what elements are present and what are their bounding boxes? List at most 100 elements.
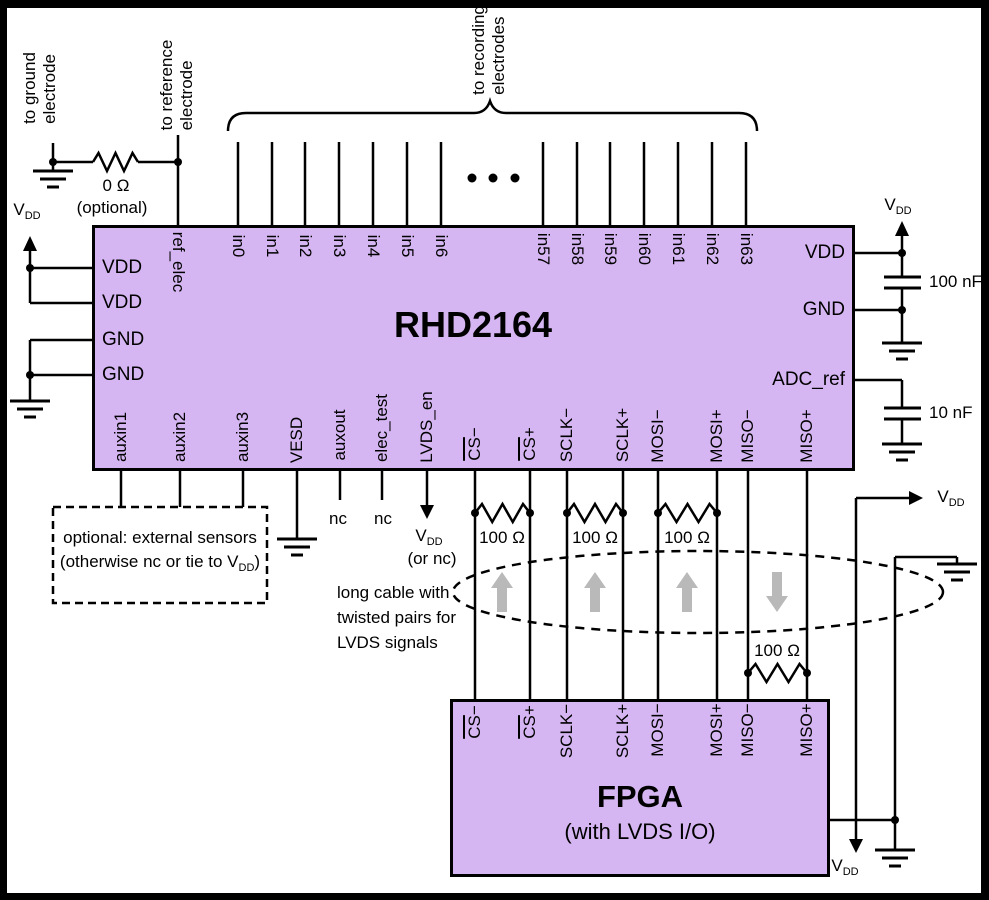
cable-ellipse	[451, 549, 945, 635]
ground-symbol-fpga	[875, 848, 915, 868]
pin-in4: in4	[364, 234, 383, 258]
fpga-title: FPGA	[596, 779, 684, 814]
cable-direction-arrows	[491, 572, 788, 612]
capacitor-100nF	[884, 275, 921, 290]
pin-sclk-minus: SCLK−	[557, 407, 576, 463]
fpga-pin-miso-minus: MISO−	[738, 703, 757, 757]
fpga-pin-mosi-minus: MOSI−	[648, 703, 667, 757]
vdd-arrow-up-right	[895, 221, 909, 236]
pin-in63: in63	[737, 232, 756, 266]
ground-electrode-note: to ground electrode	[20, 52, 59, 124]
vdd-label-lvds-en: VDD	[415, 525, 443, 549]
resistor-miso	[747, 661, 808, 685]
pin-cs-plus: CS+	[520, 427, 539, 461]
resistor-mosi	[657, 501, 718, 525]
ground-symbol-100nF	[882, 341, 922, 361]
resistor-miso-value: 100 Ω	[754, 641, 800, 660]
ground-symbol-left	[10, 399, 50, 419]
pin-gnd-2: GND	[102, 364, 145, 385]
pin-in0: in0	[229, 234, 248, 258]
vdd-arrow-up-left	[23, 236, 37, 251]
vdd-arrow-right	[909, 491, 923, 505]
rhd2164-chip	[92, 225, 855, 471]
nc-elec-test: nc	[374, 509, 392, 528]
pin-in62: in62	[703, 232, 722, 266]
pin-mosi-plus: MOSI+	[707, 409, 726, 463]
pin-in61: in61	[669, 232, 688, 266]
ellipsis-dot	[467, 173, 477, 183]
pin-in5: in5	[398, 234, 417, 258]
vdd-label-rail-bottom: VDD	[831, 855, 859, 879]
pin-in59: in59	[601, 232, 620, 266]
resistor-sclk	[566, 501, 624, 525]
recording-brace	[226, 97, 759, 132]
arrow-down-miso	[766, 572, 788, 612]
vdd-label-rail-top: VDD	[937, 486, 965, 510]
arrow-up-sclk	[584, 572, 606, 612]
pin-adc-ref: ADC_ref	[772, 369, 845, 390]
rhd2164-title: RHD2164	[393, 304, 553, 345]
pin-elec-test: elec_test	[372, 393, 391, 463]
ellipsis-dot	[488, 173, 498, 183]
lvds-en-arrow-down	[420, 505, 434, 519]
vdd-arrow-down	[849, 839, 863, 853]
fpga-chip	[450, 699, 830, 877]
pin-in57: in57	[534, 232, 553, 266]
resistor-cs	[474, 501, 531, 525]
pin-mosi-minus: MOSI−	[648, 409, 667, 463]
fpga-pin-sclk-plus: SCLK+	[613, 703, 632, 759]
fpga-pin-miso-plus: MISO+	[797, 703, 816, 757]
resistor-0ohm-value: 0 Ω	[102, 176, 130, 195]
capacitor-10nF-value: 10 nF	[929, 403, 973, 422]
recording-electrodes-note: to recording electrodes	[469, 5, 508, 95]
ground-symbol-cable	[937, 562, 977, 582]
capacitor-10nF	[884, 406, 921, 421]
pin-miso-minus: MISO−	[738, 409, 757, 463]
resistor-0ohm	[91, 150, 140, 174]
pin-vdd-1: VDD	[102, 257, 143, 278]
pin-in1: in1	[263, 234, 282, 258]
junction-dots	[26, 158, 906, 824]
pin-auxin3: auxin3	[233, 411, 252, 463]
pin-in6: in6	[432, 234, 451, 258]
fpga-subtitle: (with LVDS I/O)	[564, 819, 716, 844]
pin-in58: in58	[568, 232, 587, 266]
resistor-mosi-value: 100 Ω	[664, 528, 710, 547]
pin-auxin1: auxin1	[111, 411, 130, 463]
fpga-pin-cs-minus: CS−	[465, 705, 484, 739]
pin-gnd-right: GND	[802, 299, 845, 320]
pin-miso-plus: MISO+	[797, 409, 816, 463]
pin-gnd-1: GND	[102, 329, 145, 350]
vdd-label-top-left: VDD	[13, 199, 41, 223]
capacitor-100nF-value: 100 nF	[929, 272, 982, 291]
nc-auxout: nc	[329, 509, 347, 528]
pin-vdd-2: VDD	[102, 292, 143, 313]
vdd-label-top-right: VDD	[884, 194, 912, 218]
ground-symbol-electrode	[33, 169, 73, 189]
pin-auxout: auxout	[330, 409, 349, 461]
pin-ref_elec: ref_elec	[169, 231, 188, 293]
optional-sensors-text: optional: external sensors (otherwise nc…	[59, 527, 261, 575]
fpga-pin-sclk-minus: SCLK−	[557, 703, 576, 759]
ellipsis-dot	[510, 173, 520, 183]
pin-cs-minus: CS−	[465, 427, 484, 461]
pin-in3: in3	[330, 234, 349, 258]
pin-in60: in60	[635, 232, 654, 266]
pin-vdd-right: VDD	[804, 242, 845, 263]
resistor-0ohm-note: (optional)	[76, 198, 148, 217]
cable-note: long cable with twisted pairs for LVDS s…	[337, 583, 457, 652]
arrow-up-mosi	[676, 572, 698, 612]
ground-symbol-10nF	[882, 442, 922, 462]
arrowheads	[23, 221, 923, 853]
arrow-up-cs	[491, 572, 513, 612]
pin-vesd: VESD	[287, 416, 306, 464]
reference-electrode-note: to reference electrode	[157, 39, 196, 131]
optional-sensors-box	[51, 505, 269, 605]
resistor-sclk-value: 100 Ω	[572, 528, 618, 547]
ground-symbol-vesd	[277, 537, 317, 557]
pin-sclk-plus: SCLK+	[613, 407, 632, 463]
pin-lvds-en: LVDS_en	[417, 391, 436, 463]
resistor-cs-value: 100 Ω	[479, 528, 525, 547]
